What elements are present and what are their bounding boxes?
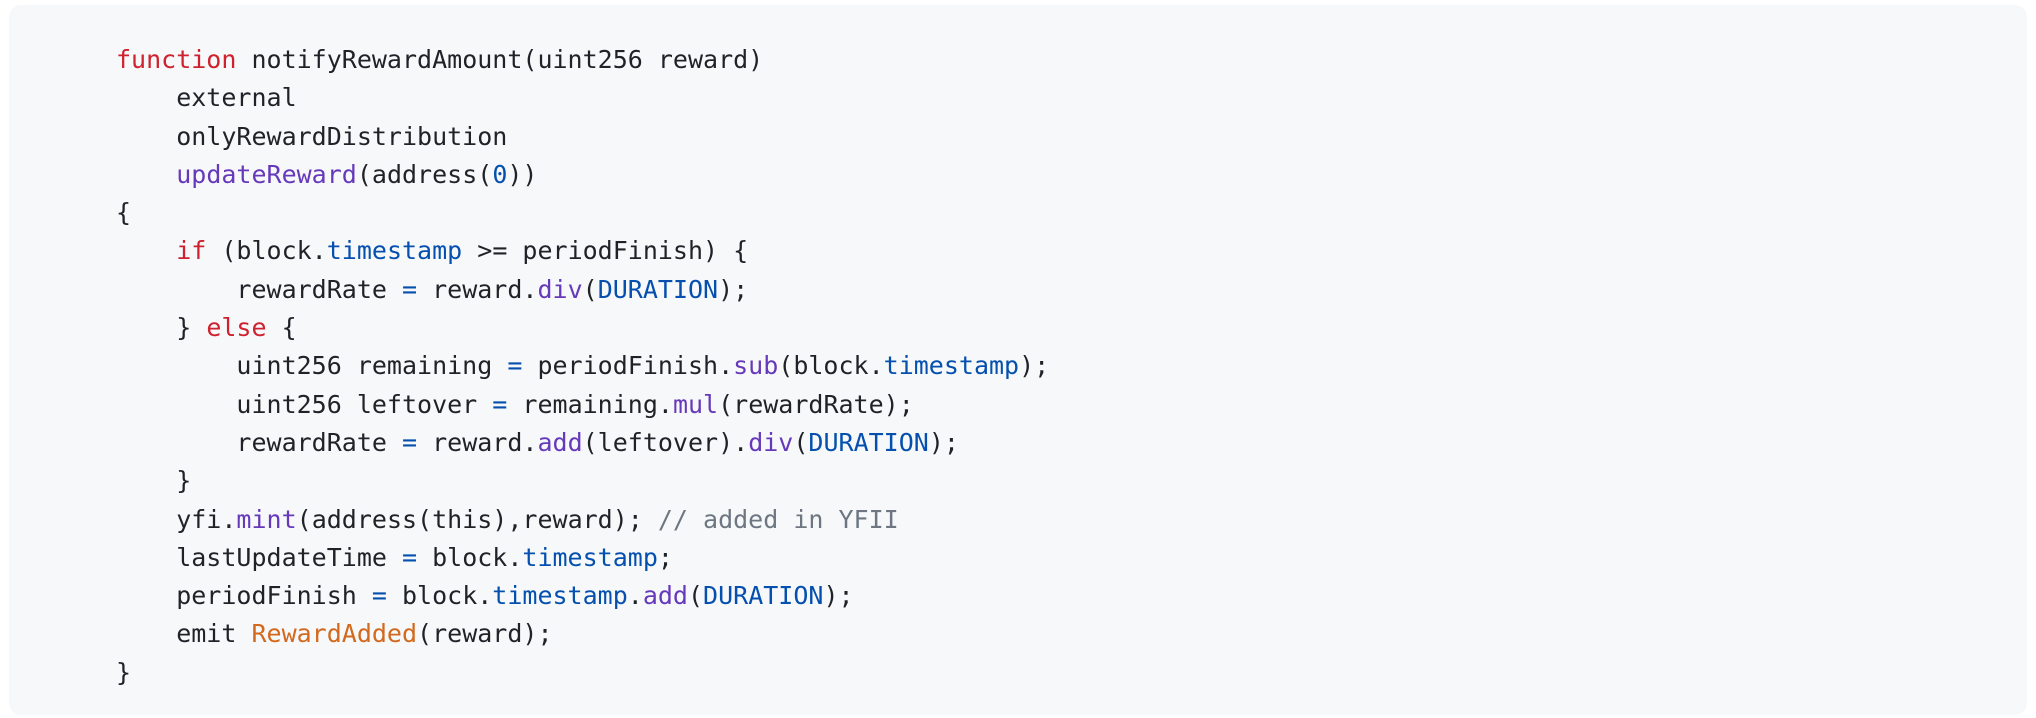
operator-token: =	[401, 542, 418, 572]
code-line: {	[116, 194, 1049, 232]
code-text: }	[116, 657, 132, 687]
code-line: uint256 leftover = remaining.mul(rewardR…	[116, 386, 1049, 424]
code-text: lastUpdateTime	[116, 542, 402, 572]
code-line: uint256 remaining = periodFinish.sub(blo…	[116, 347, 1049, 385]
code-text: {	[266, 313, 297, 343]
code-text: reward.	[417, 274, 538, 304]
constant-token: DURATION	[808, 427, 929, 457]
code-text: (	[687, 581, 704, 611]
code-block-panel: function notifyRewardAmount(uint256 rewa…	[9, 5, 2027, 715]
code-text: external	[116, 83, 297, 113]
code-line: updateReward(address(0))	[116, 156, 1049, 194]
code-text: periodFinish	[116, 581, 372, 611]
code-text: ))	[507, 159, 538, 189]
code-line: } else {	[116, 309, 1049, 347]
code-text: (	[582, 274, 598, 304]
keyword-token: else	[206, 313, 267, 343]
code-text: (block.	[206, 236, 327, 266]
code-text: {	[116, 198, 132, 228]
code-text: );	[928, 427, 959, 457]
keyword-token: if	[176, 236, 207, 266]
code-line: if (block.timestamp >= periodFinish) {	[116, 232, 1049, 270]
property-token: timestamp	[883, 351, 1020, 381]
code-text: block.	[417, 542, 523, 572]
code-line: function notifyRewardAmount(uint256 rewa…	[116, 41, 1049, 79]
code-line: lastUpdateTime = block.timestamp;	[116, 539, 1049, 577]
code-text: (address(this),reward);	[296, 504, 658, 534]
function-token: div	[537, 274, 583, 304]
code-text: (block.	[778, 351, 884, 381]
function-token: div	[748, 427, 794, 457]
function-token: mint	[236, 504, 297, 534]
function-token: updateReward	[176, 159, 357, 189]
code-line: }	[116, 654, 1049, 692]
code-text: (reward);	[417, 619, 553, 649]
code-text: uint256 remaining	[116, 351, 508, 381]
code-text: );	[1019, 351, 1050, 381]
code-line: onlyRewardDistribution	[116, 118, 1049, 156]
code-line: }	[116, 462, 1049, 500]
code-text: block.	[386, 581, 493, 611]
code-line: external	[116, 79, 1049, 117]
code-text: remaining.	[507, 389, 673, 419]
code-text: rewardRate	[116, 427, 402, 457]
code-text: periodFinish.	[522, 351, 734, 381]
code-text: ;	[657, 542, 673, 572]
event-token: RewardAdded	[251, 619, 418, 649]
operator-token: =	[371, 581, 387, 611]
code-text: notifyRewardAmount(uint256 reward)	[236, 45, 764, 74]
code-text: reward.	[417, 427, 538, 457]
number-token: 0	[492, 159, 508, 189]
constant-token: DURATION	[703, 581, 824, 611]
code-text: .	[627, 581, 643, 611]
code-text: uint256 leftover	[116, 389, 493, 419]
code-text: onlyRewardDistribution	[116, 121, 508, 151]
code-block: function notifyRewardAmount(uint256 rewa…	[116, 41, 1049, 692]
code-text: rewardRate	[116, 274, 402, 304]
function-token: mul	[672, 389, 719, 419]
constant-token: DURATION	[597, 274, 719, 304]
code-text: >= periodFinish) {	[462, 236, 749, 266]
property-token: timestamp	[492, 581, 628, 611]
code-text	[116, 236, 176, 265]
code-text: }	[116, 313, 207, 343]
operator-token: =	[507, 351, 523, 381]
code-line: yfi.mint(address(this),reward); // added…	[116, 501, 1049, 539]
code-text: (	[793, 427, 809, 457]
function-token: add	[537, 427, 583, 457]
operator-token: =	[492, 389, 508, 419]
code-line: rewardRate = reward.div(DURATION);	[116, 271, 1049, 309]
code-text: yfi.	[116, 504, 237, 534]
code-line: periodFinish = block.timestamp.add(DURAT…	[116, 577, 1049, 615]
property-token: timestamp	[522, 542, 658, 572]
code-text: (address(	[356, 159, 493, 189]
code-line: emit RewardAdded(reward);	[116, 615, 1049, 653]
comment-token: // added in YFII	[657, 504, 899, 534]
code-line: rewardRate = reward.add(leftover).div(DU…	[116, 424, 1049, 462]
code-text: (rewardRate);	[718, 389, 914, 419]
code-text: emit	[116, 619, 252, 649]
code-text	[116, 160, 176, 189]
function-token: sub	[733, 351, 779, 381]
code-text: }	[116, 466, 192, 496]
operator-token: =	[401, 274, 418, 304]
keyword-token: function	[116, 45, 237, 74]
operator-token: =	[401, 427, 418, 457]
code-text: (leftover).	[582, 427, 749, 457]
code-text: );	[718, 274, 749, 304]
property-token: timestamp	[326, 236, 463, 266]
code-text: );	[823, 581, 854, 611]
function-token: add	[642, 581, 688, 611]
